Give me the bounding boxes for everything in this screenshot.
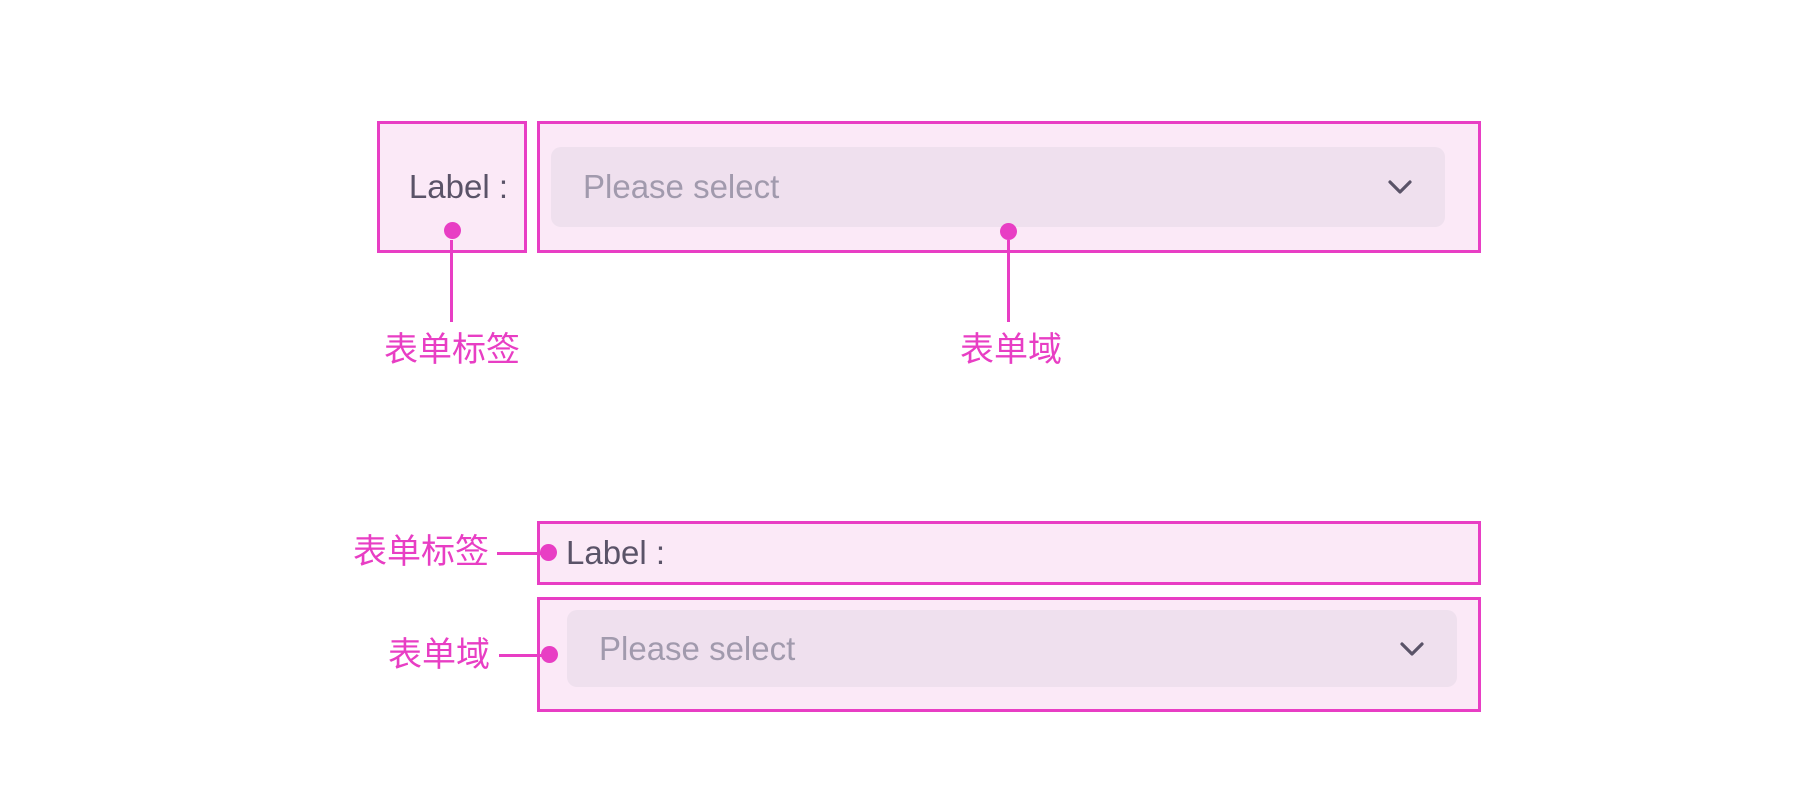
callout-dot — [444, 222, 461, 239]
form-field-box: Please select — [537, 597, 1481, 712]
callout-line — [450, 240, 453, 322]
field-annotation: 表单域 — [960, 331, 1062, 369]
label-annotation: 表单标签 — [384, 331, 520, 369]
form-label-box: Label : — [537, 521, 1481, 585]
select-input[interactable]: Please select — [551, 147, 1445, 227]
callout-line — [497, 552, 541, 555]
label-annotation: 表单标签 — [353, 533, 489, 571]
select-placeholder: Please select — [599, 629, 796, 667]
callout-dot — [541, 646, 558, 663]
form-label: Label : — [408, 168, 508, 205]
callout-dot — [540, 544, 557, 561]
callout-dot — [1000, 223, 1017, 240]
field-annotation: 表单域 — [388, 636, 490, 674]
select-input[interactable]: Please select — [567, 610, 1457, 687]
chevron-down-icon — [1388, 180, 1412, 194]
callout-line — [1007, 240, 1010, 322]
chevron-down-icon — [1400, 641, 1424, 656]
select-placeholder: Please select — [583, 168, 780, 205]
form-label: Label : — [566, 534, 666, 571]
callout-line — [499, 654, 542, 657]
